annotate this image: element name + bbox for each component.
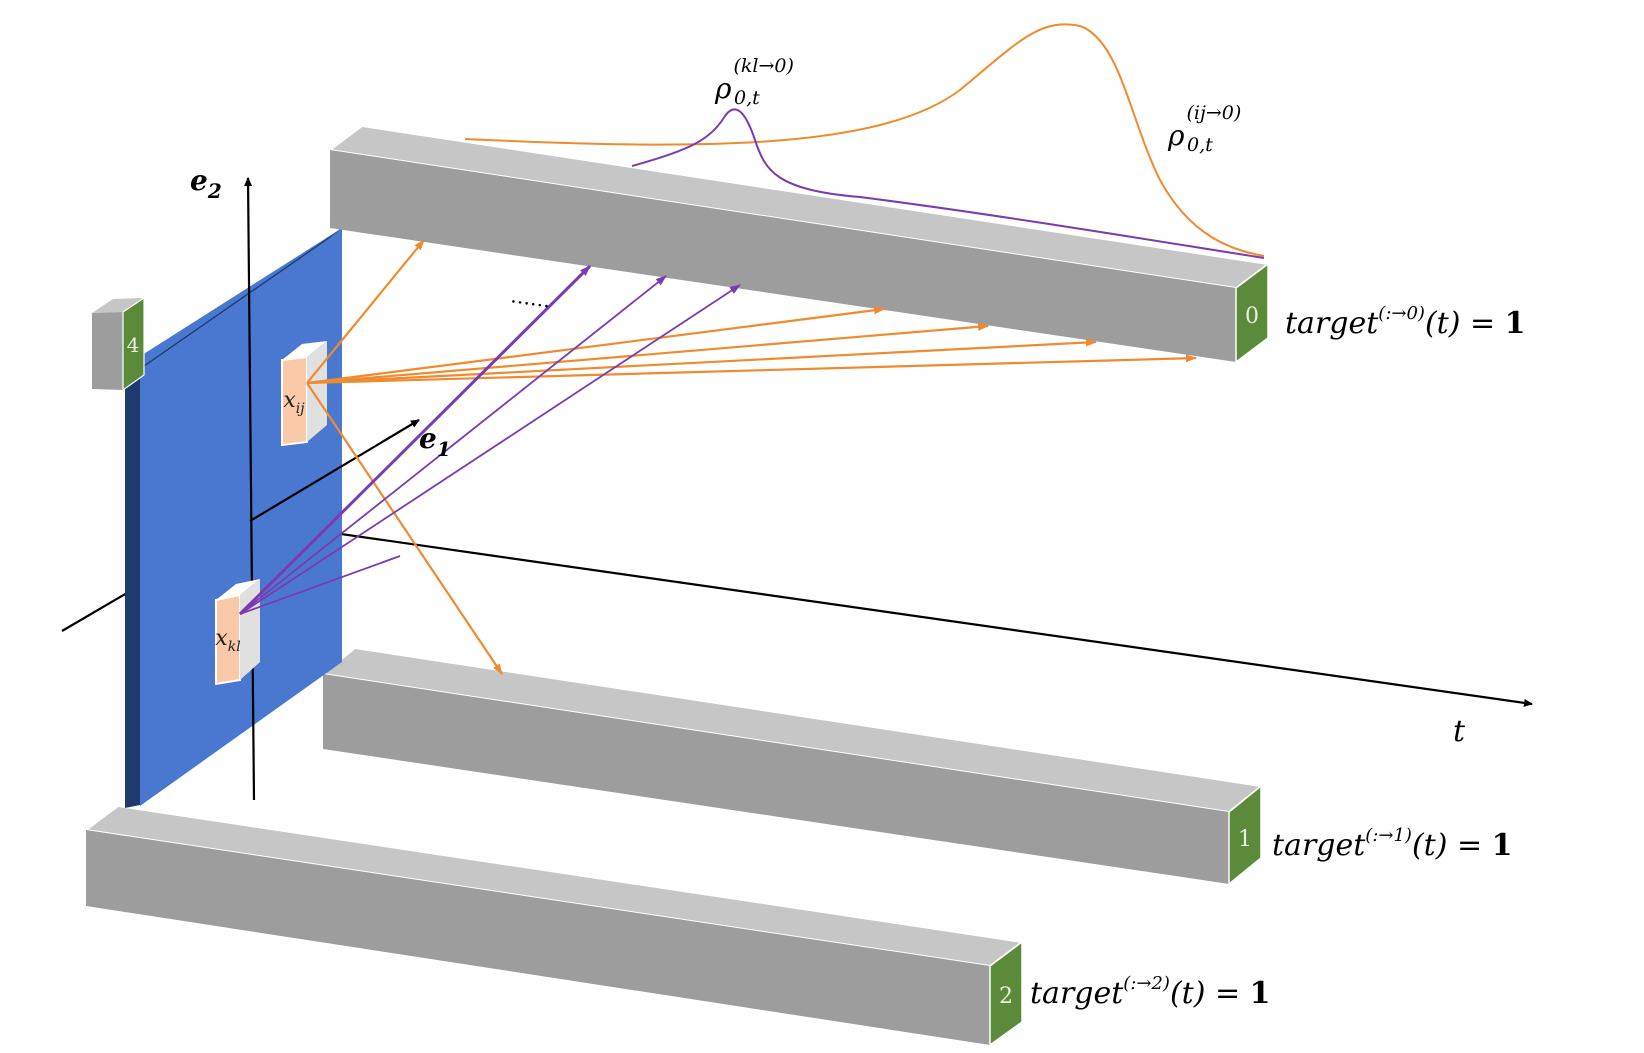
axis-e2-label: e2 — [190, 164, 222, 203]
feature-plane — [125, 228, 342, 808]
target-1-label: target(:→1)(t) = 1 — [1272, 825, 1513, 863]
target-0-label: target(:→0)(t) = 1 — [1285, 303, 1526, 341]
density-curve-ij — [464, 23, 1265, 257]
axis-t — [249, 519, 1533, 707]
axis-e1-label: e1 — [419, 422, 451, 461]
density-ij-sub: 0,t — [1187, 134, 1213, 156]
purple-arrows — [238, 264, 741, 616]
density-kl-label: ρ(kl→0) — [714, 55, 794, 105]
axis-e2 — [244, 177, 256, 801]
bar-2-label: 2 — [999, 984, 1013, 1009]
density-curve-kl — [631, 108, 1265, 259]
bar-0-label: 0 — [1245, 304, 1259, 329]
ellipsis: …… — [509, 283, 552, 312]
bar-2: 2 — [83, 804, 1025, 1047]
cell-xkl-label: xkl — [215, 626, 240, 655]
bar-0: 0 — [327, 124, 1271, 364]
block-4: 4 — [92, 296, 145, 392]
density-kl-sub: 0,t — [734, 87, 760, 109]
orange-arrows — [306, 239, 1197, 675]
block-4-label: 4 — [127, 333, 140, 357]
cell-xij-label: xij — [283, 388, 305, 417]
axis-e1 — [249, 419, 420, 522]
density-ij-label: ρ(ij→0) — [1167, 102, 1241, 152]
bar-1-label: 1 — [1238, 827, 1252, 852]
bar-1: 1 — [320, 646, 1264, 886]
target-2-label: target(:→2)(t) = 1 — [1030, 973, 1271, 1011]
axis-t-label: t — [1453, 714, 1466, 749]
